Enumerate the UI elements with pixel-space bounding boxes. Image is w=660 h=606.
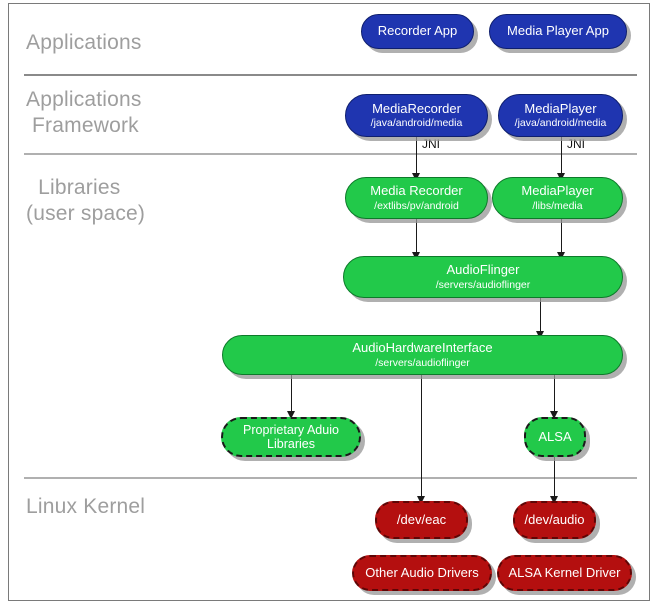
node-subtitle: /libs/media: [532, 199, 583, 212]
layer-label-applications-framework: Applications Framework: [26, 88, 142, 137]
divider-libraries: [24, 477, 637, 479]
node-dev-audio[interactable]: /dev/audio: [513, 501, 596, 539]
connector-label-jni-right: JNI: [567, 137, 585, 151]
divider-applications: [24, 74, 637, 76]
connector-audioflinger-audiohardwareinterface: [540, 298, 541, 336]
arrowhead-ahi-alsa: [549, 411, 558, 419]
node-title: MediaPlayer: [524, 100, 597, 116]
node-title: ALSA Kernel Driver: [508, 564, 621, 580]
node-title: Proprietary Aduio Libraries: [243, 422, 339, 451]
node-title: AudioFlinger: [446, 262, 520, 277]
connector-ahi-proprietary: [291, 375, 292, 415]
arrowhead-alsa-devaudio: [549, 496, 558, 504]
layer-label-linux-kernel: Linux Kernel: [26, 495, 146, 518]
arrowhead-ahi-deveac: [416, 496, 425, 504]
node-audiohardwareinterface[interactable]: AudioHardwareInterface /servers/audiofli…: [222, 335, 623, 375]
divider-framework: [24, 153, 637, 155]
connector-alsa-devaudio: [554, 456, 555, 499]
connector-ahi-deveac: [421, 375, 422, 499]
node-title: Recorder App: [377, 23, 458, 39]
node-subtitle: /servers/audioflinger: [435, 278, 531, 291]
node-dev-eac[interactable]: /dev/eac: [375, 501, 468, 539]
node-title: Media Player App: [507, 23, 609, 39]
node-other-audio-drivers[interactable]: Other Audio Drivers: [352, 555, 492, 591]
node-title: MediaPlayer: [521, 183, 594, 198]
node-title: Media Recorder: [370, 183, 463, 198]
node-mediarecorder-framework[interactable]: MediaRecorder /java/android/media: [345, 94, 488, 137]
node-title: /dev/eac: [396, 511, 447, 527]
connector-mediarecorder-jni: [416, 137, 417, 176]
node-subtitle: /servers/audioflinger: [375, 356, 470, 369]
node-alsa[interactable]: ALSA: [524, 417, 586, 457]
node-media-player-library[interactable]: MediaPlayer /libs/media: [492, 177, 623, 219]
node-media-player-app[interactable]: Media Player App: [489, 14, 627, 49]
node-audioflinger[interactable]: AudioFlinger /servers/audioflinger: [343, 256, 623, 298]
node-mediaplayer-framework[interactable]: MediaPlayer /java/android/media: [498, 94, 623, 137]
node-title: Other Audio Drivers: [365, 564, 479, 580]
connector-mediarecorder-audioflinger: [416, 219, 417, 255]
node-subtitle: /java/android/media: [514, 117, 607, 130]
node-title: AudioHardwareInterface: [352, 340, 493, 355]
node-proprietary-audio-libraries[interactable]: Proprietary Aduio Libraries: [221, 417, 361, 457]
node-title: ALSA: [538, 428, 572, 444]
node-subtitle: /extlibs/pv/android: [374, 199, 459, 212]
node-alsa-kernel-driver[interactable]: ALSA Kernel Driver: [497, 555, 632, 591]
node-title: MediaRecorder: [372, 100, 461, 116]
layer-label-applications: Applications: [26, 31, 142, 54]
node-subtitle: /java/android/media: [370, 117, 463, 130]
connector-ahi-alsa: [554, 375, 555, 415]
connector-label-jni-left: JNI: [422, 137, 440, 151]
arrowhead-ahi-proprietary: [286, 411, 295, 419]
node-title: /dev/audio: [524, 511, 585, 527]
connector-mediaplayer-audioflinger: [561, 219, 562, 255]
node-recorder-app[interactable]: Recorder App: [361, 14, 474, 49]
layer-label-libraries: Libraries (user space): [26, 176, 146, 225]
node-media-recorder-library[interactable]: Media Recorder /extlibs/pv/android: [345, 177, 488, 219]
connector-mediaplayer-jni: [561, 137, 562, 176]
